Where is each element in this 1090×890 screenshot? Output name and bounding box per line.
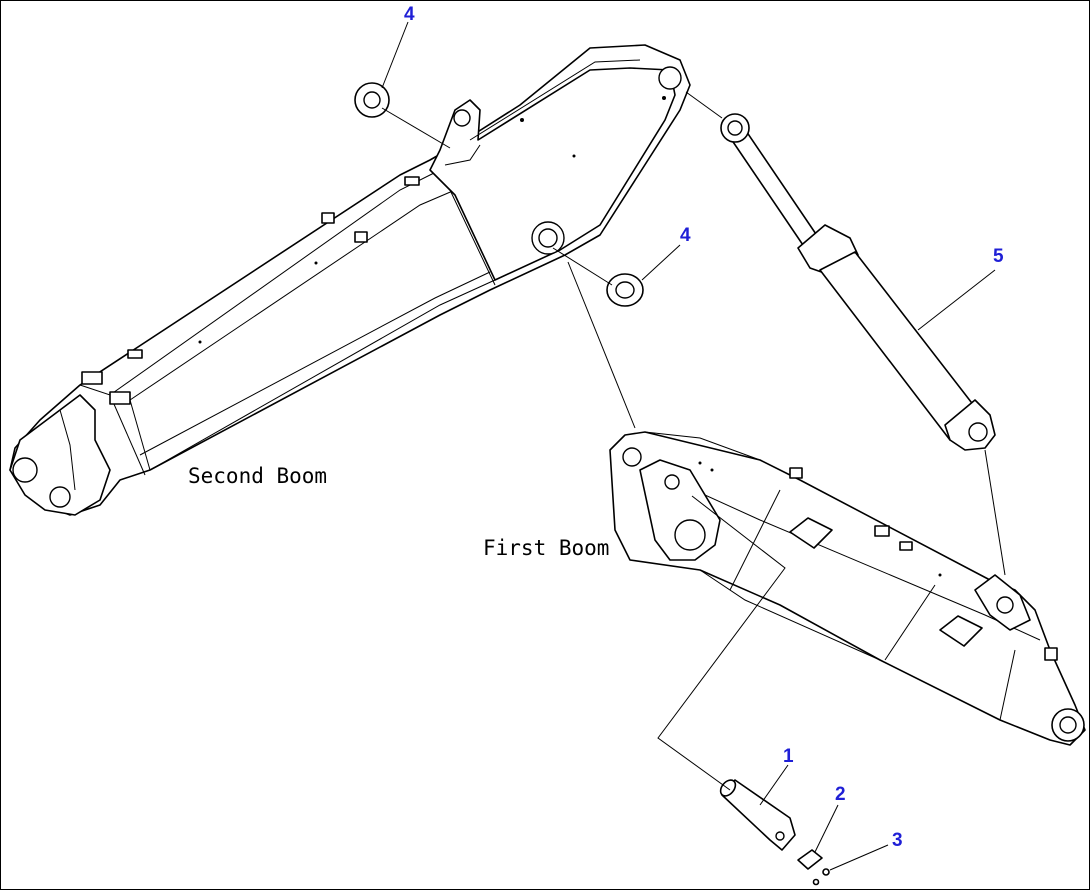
leader-lines bbox=[381, 21, 1006, 871]
first-boom-panel-2 bbox=[884, 584, 936, 661]
callout-leader-2 bbox=[814, 804, 839, 853]
second-boom-tip-hole-2 bbox=[49, 486, 71, 508]
first-boom-clip-1 bbox=[789, 467, 803, 479]
callout-shim-top: 4 bbox=[404, 4, 415, 25]
first-boom-clip-2 bbox=[874, 525, 890, 537]
lock-plate bbox=[797, 849, 823, 870]
bolt-head bbox=[822, 868, 830, 876]
label-second-boom: Second Boom bbox=[188, 464, 327, 488]
second-boom-head-hole bbox=[658, 66, 682, 90]
callout-leader-4-mid bbox=[641, 244, 681, 281]
first-boom-cover-plate-2 bbox=[939, 615, 983, 647]
first-boom-tip-hole bbox=[1059, 716, 1077, 734]
second-boom-tip-hole-1 bbox=[12, 457, 38, 483]
callout-leader-5 bbox=[917, 269, 996, 331]
callout-cylinder: 5 bbox=[993, 246, 1004, 267]
second-boom-rivet-4 bbox=[198, 340, 202, 344]
second-boom-lug-hole bbox=[453, 109, 471, 127]
label-first-boom: First Boom bbox=[483, 536, 609, 560]
cylinder-bottom-hole bbox=[968, 422, 988, 442]
second-boom-seam-mid bbox=[449, 189, 496, 286]
first-boom-panel-1 bbox=[729, 489, 781, 591]
second-boom-clip-6 bbox=[404, 176, 420, 186]
first-boom-top-hole bbox=[622, 447, 642, 467]
first-boom-clip-4 bbox=[1044, 647, 1058, 661]
first-boom-rivet-1 bbox=[698, 461, 702, 465]
cylinder-rod-eye-hole bbox=[727, 120, 743, 136]
leader-boom-to-first-boom bbox=[567, 261, 636, 429]
callout-leader-3 bbox=[829, 844, 889, 871]
pin-hole bbox=[775, 831, 785, 841]
second-boom-pivot-hole-inner bbox=[538, 228, 558, 248]
callout-bolt: 3 bbox=[892, 830, 903, 851]
first-boom-clip-3 bbox=[899, 541, 913, 551]
bolt bbox=[812, 868, 830, 886]
shim-top-inner bbox=[363, 91, 381, 109]
first-boom-cover-plate-1 bbox=[789, 517, 833, 549]
first-boom bbox=[609, 431, 1086, 746]
second-boom-arm-rib-2 bbox=[444, 144, 481, 166]
second-boom-arm-rib bbox=[469, 59, 641, 141]
leader-cylinder-to-mount bbox=[984, 449, 1006, 576]
second-boom-clip-1 bbox=[321, 212, 335, 224]
second-boom-rivet-3 bbox=[572, 154, 576, 158]
first-boom-rivet-3 bbox=[938, 573, 942, 577]
leader-head-to-cylinder bbox=[685, 91, 723, 119]
boom-cylinder bbox=[720, 113, 996, 451]
second-boom-rivet-1 bbox=[520, 118, 524, 122]
callout-pin: 1 bbox=[783, 746, 794, 767]
first-boom-cylinder-mount-hole bbox=[996, 596, 1014, 614]
second-boom-rivet-5 bbox=[314, 261, 318, 265]
first-boom-rivet-2 bbox=[710, 468, 714, 472]
second-boom-clip-3 bbox=[81, 371, 103, 385]
shim-mid bbox=[606, 273, 644, 307]
bolt-washer bbox=[812, 878, 820, 886]
second-boom-rivet-2 bbox=[662, 96, 666, 100]
callout-shim-mid: 4 bbox=[680, 225, 691, 246]
callout-plate: 2 bbox=[835, 784, 846, 805]
second-boom-seam-front-2 bbox=[129, 399, 151, 471]
pin-body bbox=[721, 779, 796, 851]
callout-leader-1 bbox=[759, 764, 789, 806]
first-boom-bracket-hole bbox=[664, 474, 680, 490]
second-boom-tip-boss bbox=[9, 394, 111, 516]
first-boom-top-plate bbox=[644, 431, 761, 461]
leader-pin-path bbox=[657, 495, 786, 791]
second-boom-seam-front bbox=[109, 394, 146, 476]
second-boom-clip-2 bbox=[354, 231, 368, 243]
callout-leader-4-top bbox=[381, 21, 409, 89]
second-boom-bottom-edge-inner bbox=[139, 271, 491, 456]
second-boom-clip-5 bbox=[127, 349, 143, 359]
shim-top bbox=[354, 82, 390, 118]
first-boom-panel-3 bbox=[999, 649, 1016, 721]
pin bbox=[719, 779, 796, 851]
second-boom-tip-web bbox=[59, 409, 76, 491]
leader-shim-mid-to-boom bbox=[552, 247, 613, 286]
second-boom-clip-4 bbox=[109, 391, 131, 405]
second-boom bbox=[9, 44, 691, 516]
shim-mid-inner bbox=[615, 281, 635, 299]
leader-shim-top-to-boom bbox=[381, 107, 451, 149]
first-boom-foot-hole bbox=[674, 519, 706, 551]
